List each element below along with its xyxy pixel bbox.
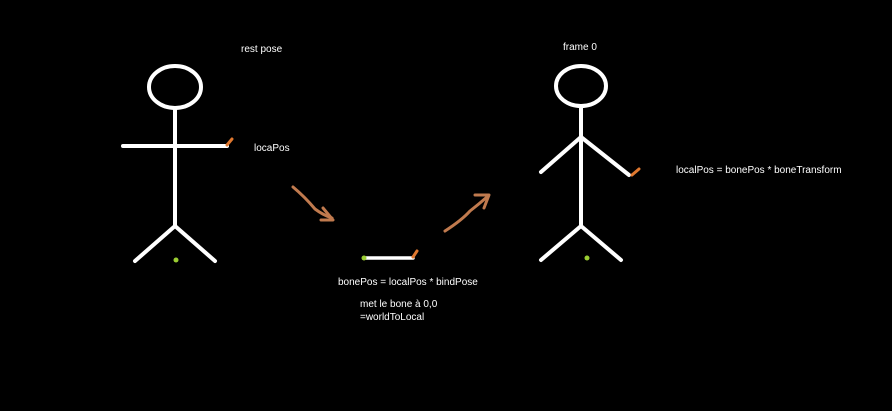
rest-pose-left-leg bbox=[133, 224, 177, 263]
rest-pose-head bbox=[147, 64, 203, 110]
met-le-bone-note: met le bone à 0,0 bbox=[360, 299, 438, 310]
frame0-figure bbox=[539, 64, 631, 262]
rest-pose-figure bbox=[121, 64, 229, 263]
frame0-left-leg bbox=[539, 224, 583, 262]
frame0-bone-tip bbox=[630, 167, 641, 177]
rest-pose-right-leg bbox=[173, 224, 217, 263]
local-pos-formula: localPos = bonePos * boneTransform bbox=[676, 165, 842, 176]
bone-pos-formula: bonePos = localPos * bindPose bbox=[338, 277, 478, 288]
world-to-local-note: =worldToLocal bbox=[360, 312, 425, 323]
frame0-left-arm bbox=[539, 135, 583, 174]
arrow-to-bone bbox=[291, 185, 335, 222]
frame0-head bbox=[554, 64, 608, 108]
arrow-to-frame0 bbox=[443, 193, 491, 233]
loca-pos-label: locaPos bbox=[254, 143, 290, 154]
rest-pose-bone-tip bbox=[225, 137, 234, 147]
frame0-right-leg bbox=[579, 224, 623, 262]
rest-pose-label: rest pose bbox=[241, 44, 283, 55]
frame0-right-arm bbox=[579, 135, 631, 177]
frame0-root-dot bbox=[584, 255, 590, 261]
frame0-label: frame 0 bbox=[563, 42, 597, 53]
isolated-bone-tip bbox=[411, 249, 419, 259]
rest-pose-root-dot bbox=[173, 257, 179, 263]
isolated-bone-root-dot bbox=[361, 255, 367, 261]
